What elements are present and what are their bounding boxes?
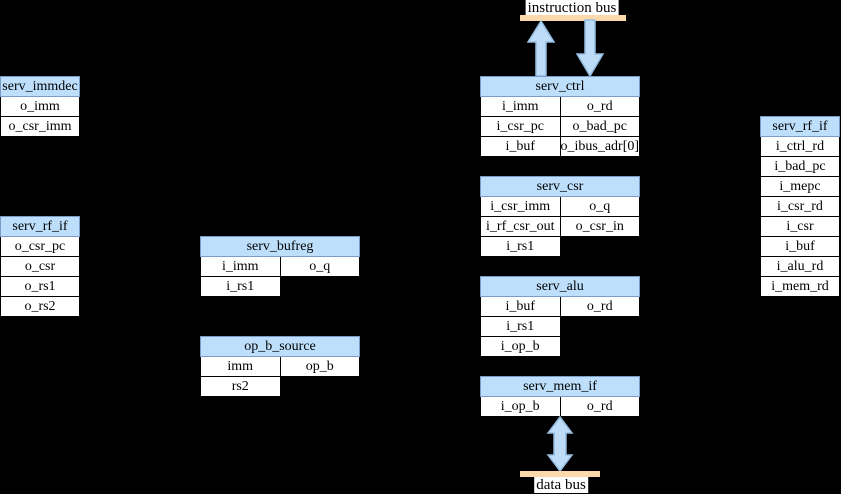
port-cell: o_rd — [559, 396, 640, 417]
port-cell: i_csr — [760, 216, 840, 237]
port-cell: i_mepc — [760, 176, 840, 197]
module-serv-alu: serv_alu i_buf o_rd i_rs1 i_op_b — [480, 276, 640, 357]
arrow-up-down-icon — [546, 415, 574, 473]
module-serv-mem-if: serv_mem_if i_op_b o_rd — [480, 376, 640, 417]
port-cell: op_b — [279, 356, 360, 377]
port-cell: o_rs1 — [0, 276, 80, 297]
module-title: serv_immdec — [0, 76, 80, 97]
module-serv-immdec: serv_immdec o_imm o_csr_imm — [0, 76, 80, 137]
module-title: serv_ctrl — [480, 76, 640, 97]
port-cell: o_bad_pc — [559, 116, 640, 137]
port-cell: i_imm — [200, 256, 281, 277]
port-cell: i_buf — [760, 236, 840, 257]
port-cell: i_ctrl_rd — [760, 136, 840, 157]
module-title: serv_bufreg — [200, 236, 360, 257]
arrow-down-icon — [575, 19, 605, 78]
port-cell: o_rd — [559, 296, 640, 317]
port-cell: o_rd — [559, 96, 640, 117]
port-cell: i_op_b — [480, 336, 561, 357]
module-serv-rf-if-left: serv_rf_if o_csr_pc o_csr o_rs1 o_rs2 — [0, 216, 80, 317]
port-cell: o_csr_imm — [0, 116, 80, 137]
port-cell: i_rf_csr_out — [480, 216, 561, 237]
port-cell: i_buf — [480, 136, 561, 157]
port-cell: i_csr_imm — [480, 196, 561, 217]
port-cell: i_alu_rd — [760, 256, 840, 277]
port-cell: imm — [200, 356, 281, 377]
port-cell: i_bad_pc — [760, 156, 840, 177]
module-title: op_b_source — [200, 336, 360, 357]
port-cell: i_rs1 — [200, 276, 281, 297]
port-cell: i_csr_pc — [480, 116, 561, 137]
port-cell: rs2 — [200, 376, 281, 397]
data-bus-label: data bus — [534, 477, 588, 493]
port-cell: o_ibus_adr[0] — [559, 136, 640, 157]
port-cell: i_imm — [480, 96, 561, 117]
port-cell: i_mem_rd — [760, 276, 840, 297]
port-cell: i_op_b — [480, 396, 561, 417]
module-serv-csr: serv_csr i_csr_imm o_q i_rf_csr_out o_cs… — [480, 176, 640, 257]
module-title: serv_rf_if — [0, 216, 80, 237]
module-serv-ctrl: serv_ctrl i_imm o_rd i_csr_pc o_bad_pc i… — [480, 76, 640, 157]
empty-cell — [280, 377, 360, 397]
port-cell: i_buf — [480, 296, 561, 317]
port-cell: i_rs1 — [480, 236, 561, 257]
empty-cell — [280, 277, 360, 297]
port-cell: o_q — [279, 256, 360, 277]
port-cell: o_csr_pc — [0, 236, 80, 257]
port-cell: i_rs1 — [480, 316, 561, 337]
port-cell: o_imm — [0, 96, 80, 117]
module-serv-rf-if-right: serv_rf_if i_ctrl_rd i_bad_pc i_mepc i_c… — [760, 116, 840, 297]
empty-cell — [560, 237, 640, 257]
port-cell: o_q — [559, 196, 640, 217]
module-title: serv_rf_if — [760, 116, 840, 137]
port-cell: i_csr_rd — [760, 196, 840, 217]
module-op-b-source: op_b_source imm op_b rs2 — [200, 336, 360, 397]
instruction-bus-label: instruction bus — [525, 0, 619, 16]
empty-cell — [560, 317, 640, 337]
instruction-bus-bar — [520, 15, 626, 21]
module-title: serv_alu — [480, 276, 640, 297]
port-cell: o_csr_in — [559, 216, 640, 237]
port-cell: o_rs2 — [0, 296, 80, 317]
module-title: serv_csr — [480, 176, 640, 197]
module-title: serv_mem_if — [480, 376, 640, 397]
arrow-up-icon — [526, 19, 556, 77]
empty-cell — [560, 337, 640, 357]
data-bus-bar — [520, 471, 600, 477]
module-serv-bufreg: serv_bufreg i_imm o_q i_rs1 — [200, 236, 360, 297]
port-cell: o_csr — [0, 256, 80, 277]
